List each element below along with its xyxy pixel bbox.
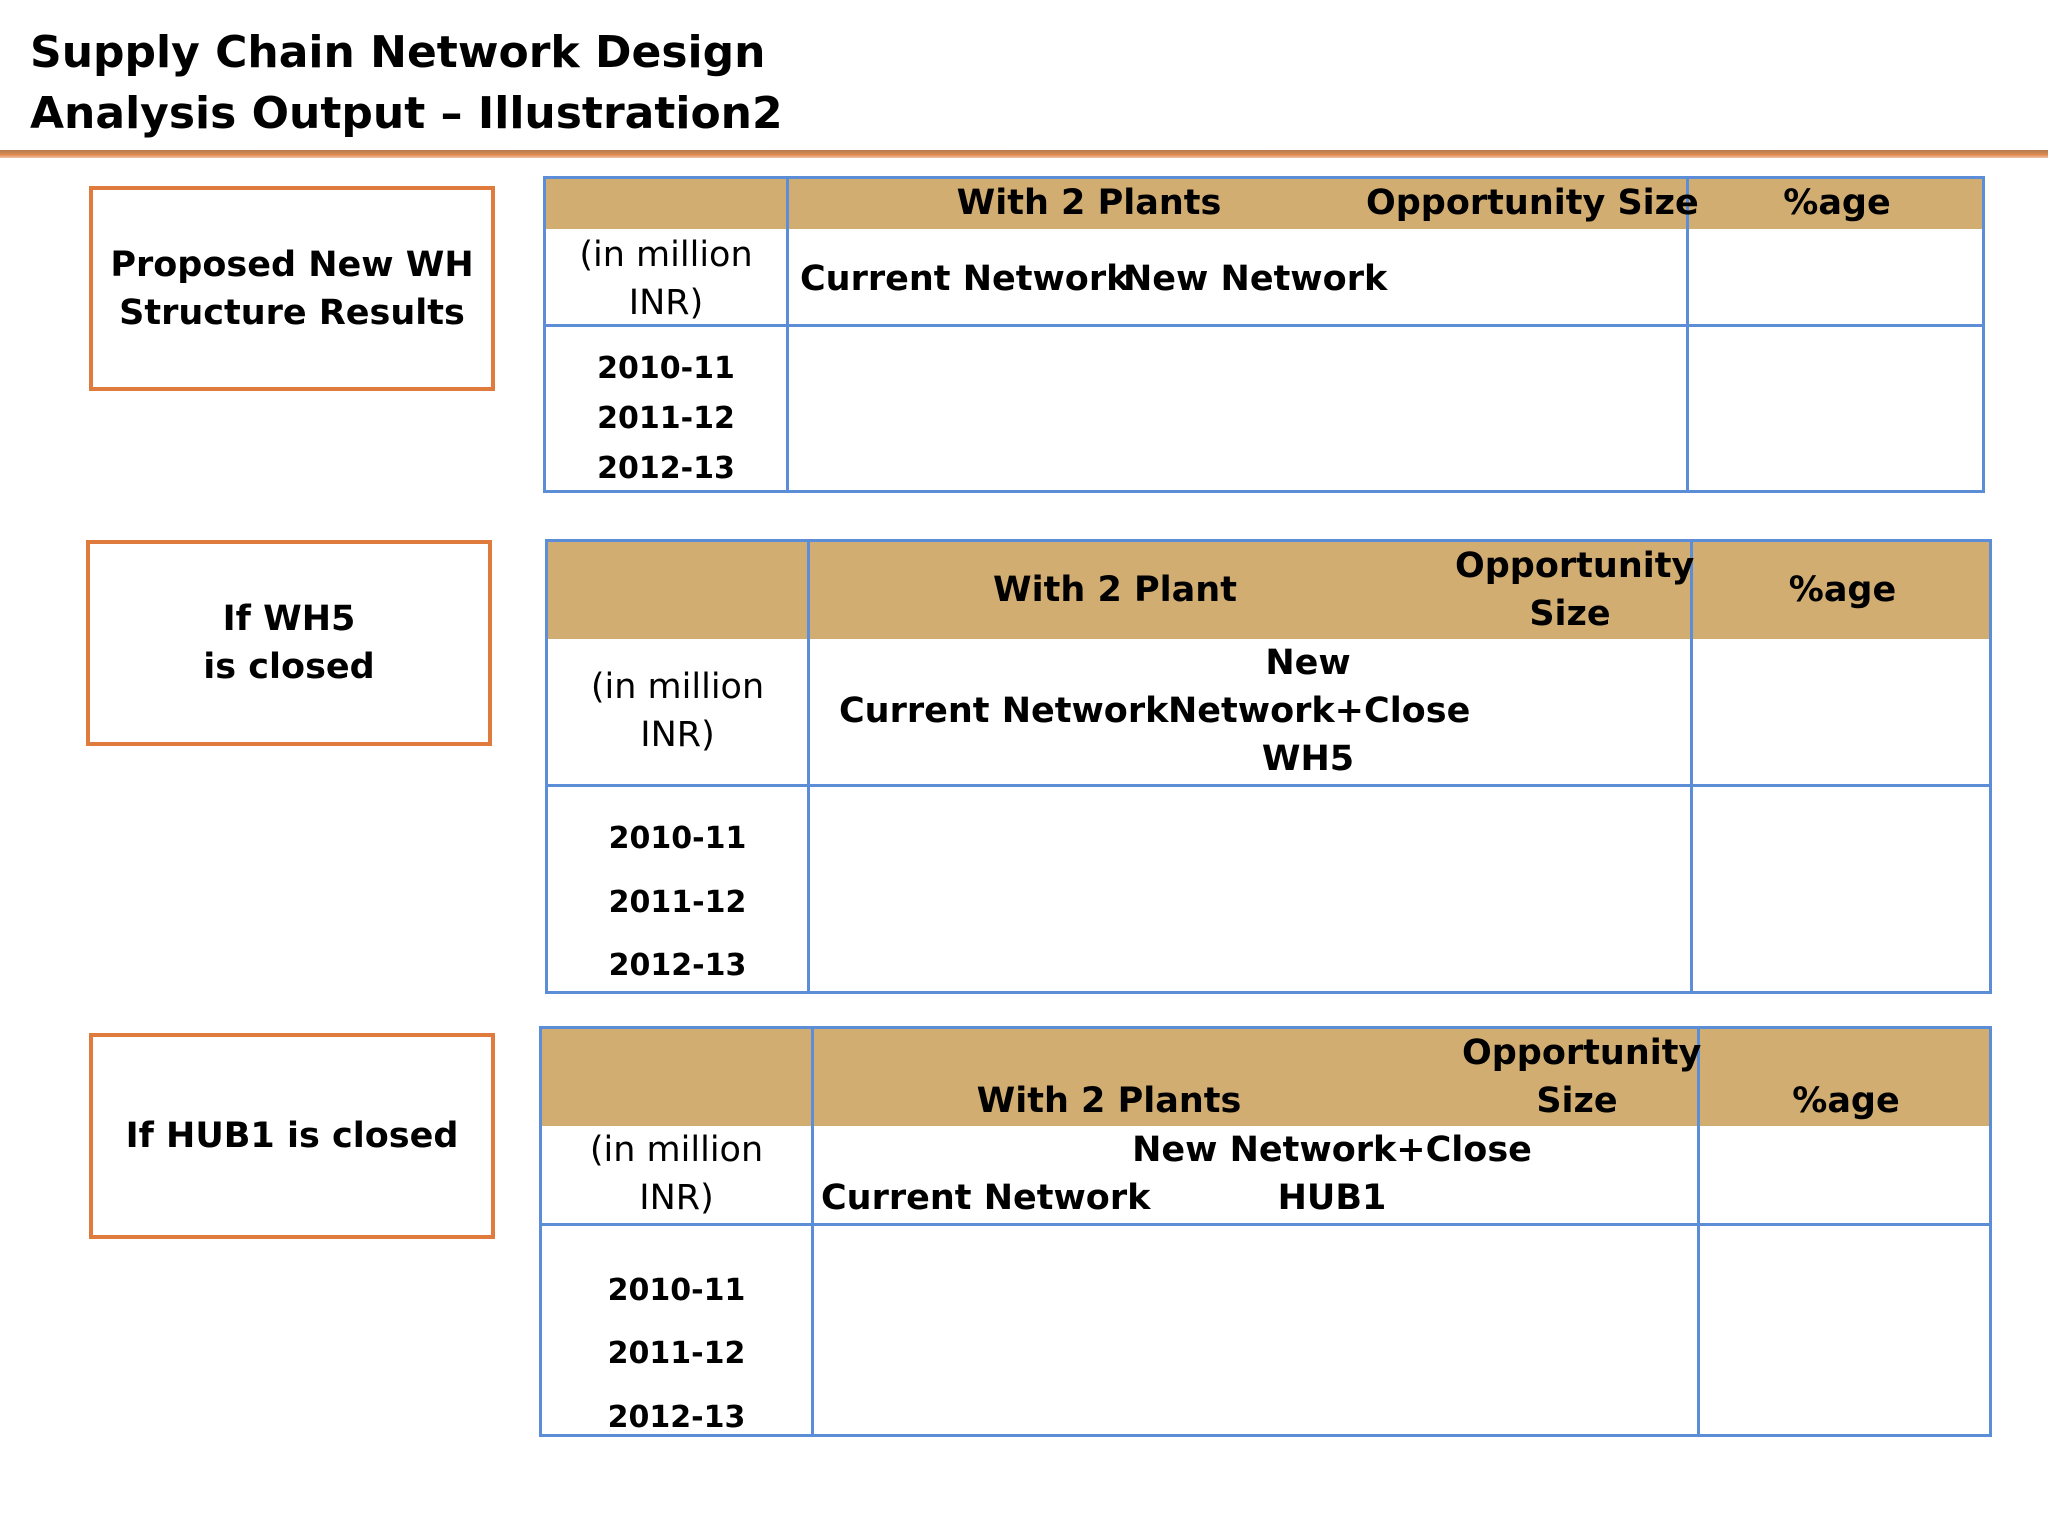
title-line-1: Supply Chain Network Design (30, 27, 766, 78)
header-percentage: %age (1783, 183, 1891, 223)
year-label: 2012-13 (607, 1400, 746, 1435)
header-opportunity-size: Opportunity Size (1455, 546, 1695, 634)
column-new-network-close-hub1: New Network+Close HUB1 (1132, 1130, 1532, 1218)
section-label-hub1-closed: If HUB1 is closed (89, 1033, 495, 1239)
unit-label: (in million INR) (579, 235, 753, 323)
year-label: 2010-11 (597, 351, 735, 386)
results-table-wh5-closed: With 2 Plant Opportunity Size %age (in m… (545, 539, 1992, 994)
column-new-network: New Network (1123, 259, 1388, 299)
header-scenario: With 2 Plants (956, 183, 1222, 223)
column-current-network: Current Network (839, 691, 1169, 731)
column-current-network: Current Network (821, 1178, 1151, 1218)
section-label-wh5-closed: If WH5 is closed (86, 540, 492, 746)
year-label: 2011-12 (608, 885, 747, 920)
year-label: 2011-12 (597, 401, 735, 436)
title-divider (0, 150, 2048, 158)
table-header-row (542, 1029, 1989, 1126)
year-label: 2010-11 (607, 1273, 746, 1308)
table-header-row (548, 542, 1989, 639)
results-table-hub1-closed: With 2 Plants Opportunity Size %age (in … (539, 1026, 1992, 1437)
column-new-network-close-wh5: New Network+Close WH5 (1168, 643, 1471, 779)
header-percentage: %age (1788, 570, 1897, 610)
header-opportunity-size: Opportunity Size (1366, 183, 1699, 223)
unit-label: (in million INR) (590, 667, 765, 755)
year-label: 2012-13 (597, 451, 735, 486)
section-label-proposed-structure: Proposed New WH Structure Results (89, 186, 495, 391)
table-header-row (546, 179, 1982, 229)
year-label: 2010-11 (608, 821, 747, 856)
title-line-2: Analysis Output – Illustration2 (30, 88, 783, 139)
year-label: 2012-13 (608, 948, 747, 983)
header-percentage: %age (1792, 1081, 1900, 1121)
unit-label: (in million INR) (589, 1130, 764, 1218)
header-scenario: With 2 Plant (993, 570, 1237, 610)
header-scenario: With 2 Plants (976, 1081, 1242, 1121)
header-opportunity-size: Opportunity Size (1462, 1033, 1702, 1121)
results-table-proposed: With 2 Plants Opportunity Size %age (in … (543, 176, 1985, 493)
column-current-network: Current Network (800, 259, 1130, 299)
page-title: Supply Chain Network Design Analysis Out… (30, 22, 783, 144)
year-label: 2011-12 (607, 1336, 746, 1371)
